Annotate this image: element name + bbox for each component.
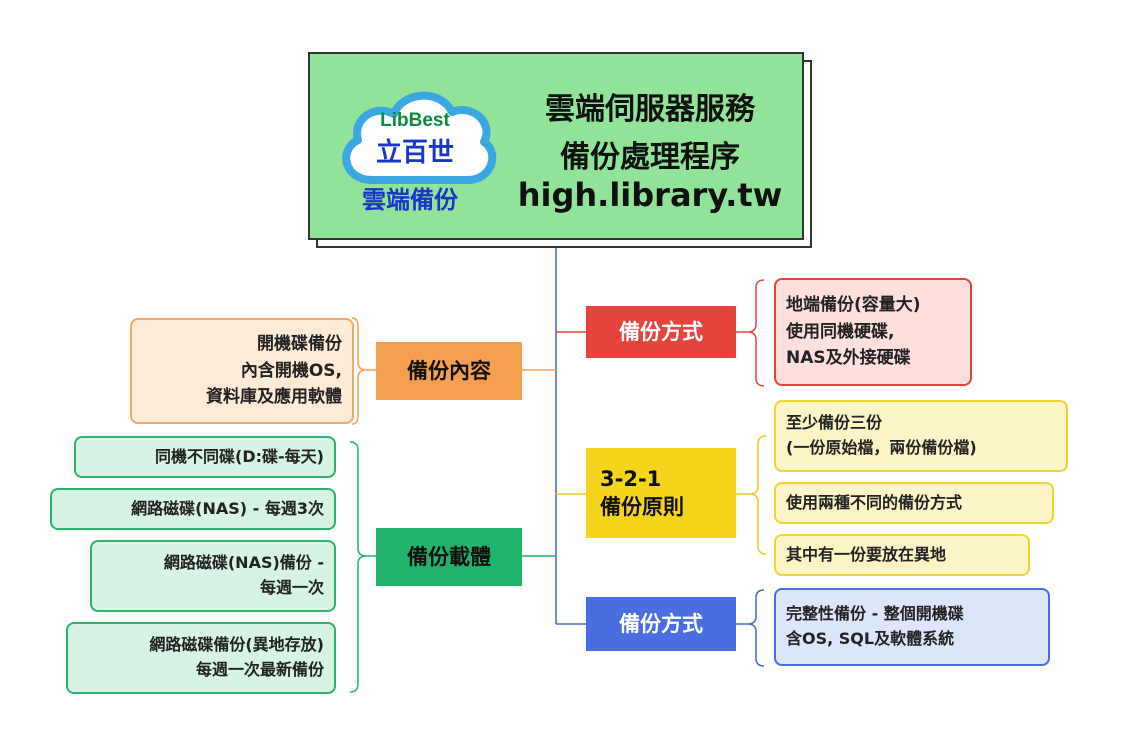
topic-backup-content: 備份內容 (376, 342, 522, 400)
topic-label: 備份方式 (619, 611, 703, 636)
topic-label: 備份內容 (407, 358, 491, 383)
topic-label: 備份方式 (619, 319, 703, 344)
topic-backup-method-local: 備份方式 (586, 306, 736, 358)
leaf-line: 至少備份三份 (786, 413, 883, 433)
topic-label-line2: 備份原則 (600, 495, 684, 519)
leaf-line: 開機碟備份 (257, 334, 342, 355)
leaf-line: 每週一次 (259, 578, 324, 597)
title-url: high.library.tw (517, 176, 783, 214)
topic-backup-method-full: 備份方式 (586, 597, 736, 651)
leaf-boot-disk-backup: 開機碟備份 內含開機OS, 資料庫及應用軟體 (130, 318, 354, 424)
leaf-line: 地端備份(容量大) (786, 295, 921, 316)
topic-label: 備份載體 (407, 544, 491, 569)
leaf-line: 網路磁碟(NAS) - 每週3次 (131, 498, 324, 518)
leaf-line: (一份原始檔，兩份備份檔) (786, 438, 977, 457)
title-line-2: 備份處理程序 (560, 140, 740, 175)
title-line-1: 雲端伺服器服務 (545, 92, 755, 127)
leaf-line: NAS及外接硬碟 (786, 348, 911, 369)
leaf-offsite-backup: 網路磁碟備份(異地存放) 每週一次最新備份 (66, 622, 336, 694)
leaf-same-machine-disk: 同機不同碟(D:碟-每天) (74, 436, 336, 478)
leaf-nas-weekly: 網路磁碟(NAS)備份 - 每週一次 (90, 540, 336, 612)
topic-label-line1: 3-2-1 (600, 466, 662, 491)
leaf-full-backup: 完整性備份 - 整個開機碟 含OS, SQL及軟體系統 (774, 588, 1050, 666)
leaf-line: 含OS, SQL及軟體系統 (786, 629, 955, 648)
leaf-line: 同機不同碟(D:碟-每天) (155, 446, 324, 466)
leaf-line: 網路磁碟備份(異地存放) (149, 635, 324, 655)
leaf-line: 網路磁碟(NAS)備份 - (163, 553, 324, 573)
leaf-line: 每週一次最新備份 (195, 660, 324, 679)
leaf-two-methods: 使用兩種不同的備份方式 (774, 482, 1054, 524)
logo-text-zh: 立百世 (375, 138, 454, 168)
leaf-nas-3x-weekly: 網路磁碟(NAS) - 每週3次 (50, 488, 336, 530)
logo-subtitle: 雲端備份 (362, 186, 458, 214)
leaf-line: 使用兩種不同的備份方式 (786, 492, 963, 512)
leaf-line: 內含開機OS, (240, 360, 342, 381)
leaf-line: 其中有一份要放在異地 (786, 544, 947, 564)
leaf-line: 使用同機硬碟, (786, 321, 895, 342)
leaf-offsite-copy: 其中有一份要放在異地 (774, 534, 1030, 576)
logo-text-en: LibBest (380, 110, 450, 131)
topic-backup-media: 備份載體 (376, 528, 522, 586)
leaf-line: 資料庫及應用軟體 (206, 387, 342, 408)
leaf-three-copies: 至少備份三份 (一份原始檔，兩份備份檔) (774, 400, 1068, 472)
topic-321-rule: 3-2-1 備份原則 (586, 448, 736, 538)
leaf-local-backup: 地端備份(容量大) 使用同機硬碟, NAS及外接硬碟 (774, 278, 972, 386)
title-card: LibBest 立百世 雲端備份 雲端伺服器服務 備份處理程序 high.lib… (308, 52, 804, 240)
leaf-line: 完整性備份 - 整個開機碟 (786, 604, 964, 624)
cloud-logo-icon (342, 91, 497, 184)
